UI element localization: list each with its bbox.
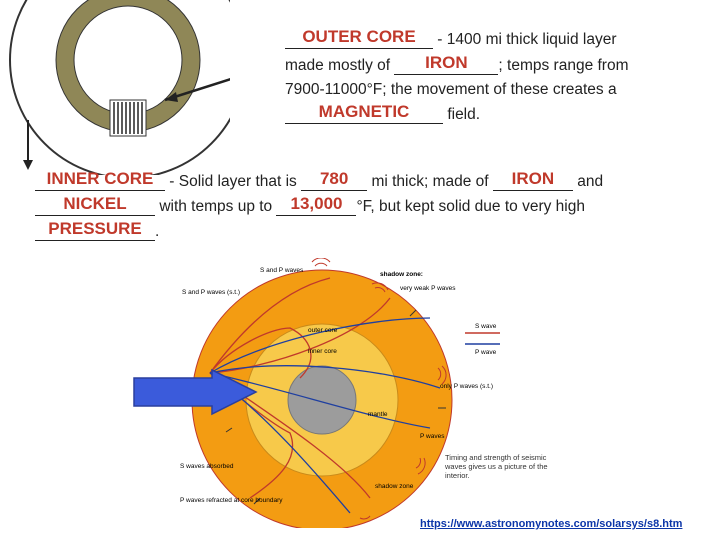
outer-core-metal-answer: IRON [425, 53, 468, 72]
label-outer-core: outer core [308, 327, 338, 334]
label-s-and-p-top: S and P waves [260, 267, 304, 274]
label-only-p: only P waves (s.t.) [440, 383, 493, 390]
inner-core-desc-c: and [577, 173, 604, 190]
label-shadow-bottom: shadow zone [375, 483, 414, 490]
label-p-waves: P waves [420, 433, 445, 440]
legend-s-wave: S wave [475, 323, 497, 330]
inner-core-striped-block [109, 99, 147, 137]
source-link[interactable]: https://www.astronomynotes.com/solarsys/… [420, 518, 683, 530]
timing-caption: Timing and strength of seismic waves giv… [445, 453, 548, 480]
label-very-weak: very weak P waves [400, 285, 456, 292]
seismic-wave-diagram: S and P waves S and P waves (s.t.) shado… [180, 258, 548, 528]
earth-layers [191, 269, 453, 528]
shadow-zone-ticks [225, 309, 446, 505]
inner-core-desc-e: °F, but kept solid due to very high [356, 198, 585, 215]
inner-core-answer: INNER CORE [46, 169, 154, 188]
receiver-arcs [311, 258, 447, 520]
inner-core-temp-answer: 13,000 [290, 194, 343, 213]
cross-section-rings [9, 0, 230, 175]
outer-core-suffix: ; temps range from [498, 57, 629, 74]
label-refracted: P waves refracted at core boundary [180, 497, 283, 504]
label-inner-core: inner core [308, 348, 337, 355]
inner-core-highlight-arrow [133, 368, 258, 416]
inner-core-line-3: PRESSURE. [35, 219, 160, 241]
inner-core-desc-d: with temps up to [159, 198, 273, 215]
inner-core-pressure-answer: PRESSURE [48, 219, 142, 238]
outer-core-line-3: 7900-11000°F; the movement of these crea… [285, 81, 617, 98]
label-s-and-p-left: S and P waves (s.t.) [182, 289, 240, 296]
outer-core-line-1: OUTER CORE - 1400 mi thick liquid layer [285, 27, 617, 49]
timing-caption-box: Timing and strength of seismic waves giv… [445, 453, 548, 480]
inner-core-metal2-answer: NICKEL [63, 194, 127, 213]
inner-core-period: . [155, 223, 160, 240]
outer-core-field-answer: MAGNETIC [318, 102, 410, 121]
legend-p-wave: P wave [475, 349, 497, 356]
outer-core-prefix: made mostly of [285, 57, 391, 74]
inner-core-desc-a: Solid layer that is [178, 173, 297, 190]
outer-core-line-4: MAGNETIC field. [285, 102, 481, 124]
label-s-absorbed: S waves absorbed [180, 463, 234, 470]
outer-core-field-suffix: field. [447, 106, 481, 123]
inner-core-line-2: NICKEL with temps up to 13,000 °F, but ke… [35, 194, 585, 216]
outer-core-line-2: made mostly of IRON ; temps range from [285, 53, 629, 75]
outer-core-answer: OUTER CORE [302, 27, 416, 46]
label-mantle: mantle [368, 411, 388, 418]
inner-core-thickness-answer: 780 [319, 169, 349, 188]
outer-core-pointer [164, 78, 230, 102]
inner-core-line-1: INNER CORE - Solid layer that is 780 mi … [35, 169, 604, 191]
label-shadow-zone: shadow zone: [380, 271, 423, 278]
outer-core-desc: 1400 mi thick liquid layer [446, 31, 617, 48]
inner-core-desc-b: mi thick; made of [371, 173, 489, 190]
inner-core-metal1-answer: IRON [511, 169, 555, 188]
core-cross-section [9, 0, 230, 175]
wave-legend: S wave P wave [465, 323, 500, 356]
